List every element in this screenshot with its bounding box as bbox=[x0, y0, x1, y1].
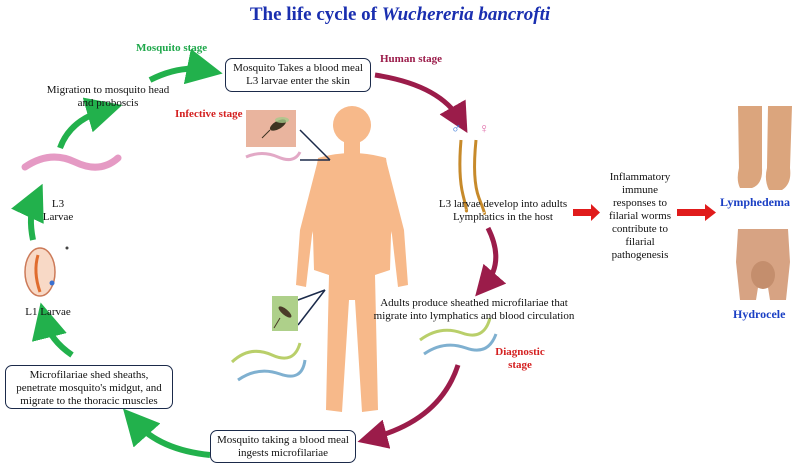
shed-line3: migrate to the thoracic muscles bbox=[20, 395, 158, 407]
l3-larva-worm bbox=[21, 153, 122, 171]
inflammatory-line: contribute to bbox=[612, 223, 668, 235]
blood-meal-line2: L3 larvae enter the skin bbox=[246, 75, 350, 87]
ingests-box: Mosquito taking a blood meal ingests mic… bbox=[210, 430, 356, 463]
shed-sheaths-box: Microfilariae shed sheaths, penetrate mo… bbox=[5, 365, 173, 409]
hydrocele-label: Hydrocele bbox=[733, 307, 786, 321]
hydrocele-figure bbox=[736, 229, 790, 300]
l3-line1: L3 bbox=[51, 198, 65, 210]
lymphedema-label: Lymphedema bbox=[720, 195, 791, 209]
l1-larvae-label: L1 Larvae bbox=[25, 306, 71, 318]
l3-larvae-label: L3 Larvae bbox=[28, 198, 88, 224]
shed-line2: penetrate mosquito's midgut, and bbox=[16, 382, 162, 394]
develop-line2: Lymphatics in the host bbox=[453, 211, 553, 223]
shed-line1: Microfilariae shed sheaths, bbox=[29, 369, 149, 381]
arrow-to-shed bbox=[123, 408, 211, 458]
adults-produce-line2: migrate into lymphatics and blood circul… bbox=[373, 310, 575, 322]
inflammatory-line: Inflammatory bbox=[609, 171, 671, 183]
arrow-to-ingests bbox=[357, 364, 461, 449]
l1-larva-drawing bbox=[24, 246, 69, 297]
mosquito-stage-label: Mosquito stage bbox=[136, 42, 208, 54]
arrow-to-blood-meal bbox=[148, 48, 223, 85]
arrow-to-l1 bbox=[31, 302, 74, 358]
adult-worms bbox=[458, 139, 486, 215]
arrow-to-adults-produce bbox=[475, 226, 507, 297]
human-stage-label: Human stage bbox=[380, 53, 443, 65]
migration-label: Migration to mosquito head and proboscis bbox=[28, 84, 188, 110]
title-prefix: The life cycle of bbox=[249, 4, 382, 25]
blood-meal-line1: Mosquito Takes a blood meal bbox=[233, 62, 363, 74]
mosquito-bite-image-infective bbox=[246, 110, 296, 147]
human-body bbox=[296, 106, 408, 412]
develop-line1: L3 larvae develop into adults bbox=[438, 198, 568, 210]
inflammatory-line: immune bbox=[621, 184, 659, 196]
arrow-to-l3 bbox=[11, 183, 44, 241]
red-arrow-to-inflammatory bbox=[573, 204, 600, 221]
female-symbol-icon: ♀ bbox=[479, 122, 490, 137]
adults-produce-line1: Adults produce sheathed microfilariae th… bbox=[380, 297, 568, 309]
inflammatory-line: filarial worms bbox=[608, 210, 671, 222]
male-symbol-icon: ♂ bbox=[451, 122, 462, 137]
diagnostic-stage-label: Diagnostic stage bbox=[495, 346, 545, 371]
l3-worm-infective bbox=[245, 151, 302, 162]
ingests-line1: Mosquito taking a blood meal bbox=[217, 434, 349, 446]
inflammatory-line: responses to bbox=[612, 197, 668, 209]
red-arrow-to-lymphedema bbox=[677, 204, 716, 221]
blood-meal-box: Mosquito Takes a blood meal L3 larvae en… bbox=[225, 58, 371, 92]
lymphedema-legs bbox=[737, 106, 792, 190]
migration-line1: Migration to mosquito head bbox=[46, 84, 170, 96]
develop-adults-label: L3 larvae develop into adults Lymphatics… bbox=[428, 198, 578, 224]
title-species: Wuchereria bancrofti bbox=[381, 4, 551, 25]
inflammatory-line: filarial bbox=[625, 236, 655, 248]
arrow-to-develop bbox=[374, 72, 468, 134]
ingests-line2: ingests microfilariae bbox=[237, 447, 329, 459]
infective-stage-label: Infective stage bbox=[175, 108, 243, 120]
l3-line2: Larvae bbox=[42, 211, 74, 223]
migration-line2: and proboscis bbox=[77, 97, 139, 109]
inflammatory-line: pathogenesis bbox=[611, 249, 669, 261]
inflammatory-label: Inflammatory immune responses to filaria… bbox=[600, 171, 680, 262]
microfilariae-left bbox=[230, 342, 302, 364]
adults-produce-label: Adults produce sheathed microfilariae th… bbox=[370, 297, 578, 323]
arrow-to-migration bbox=[57, 97, 123, 150]
microfilariae-right bbox=[419, 317, 492, 342]
mosquito-image-diagnostic bbox=[272, 296, 298, 331]
diagram-title: The life cycle of Wuchereria bancrofti bbox=[0, 4, 800, 26]
